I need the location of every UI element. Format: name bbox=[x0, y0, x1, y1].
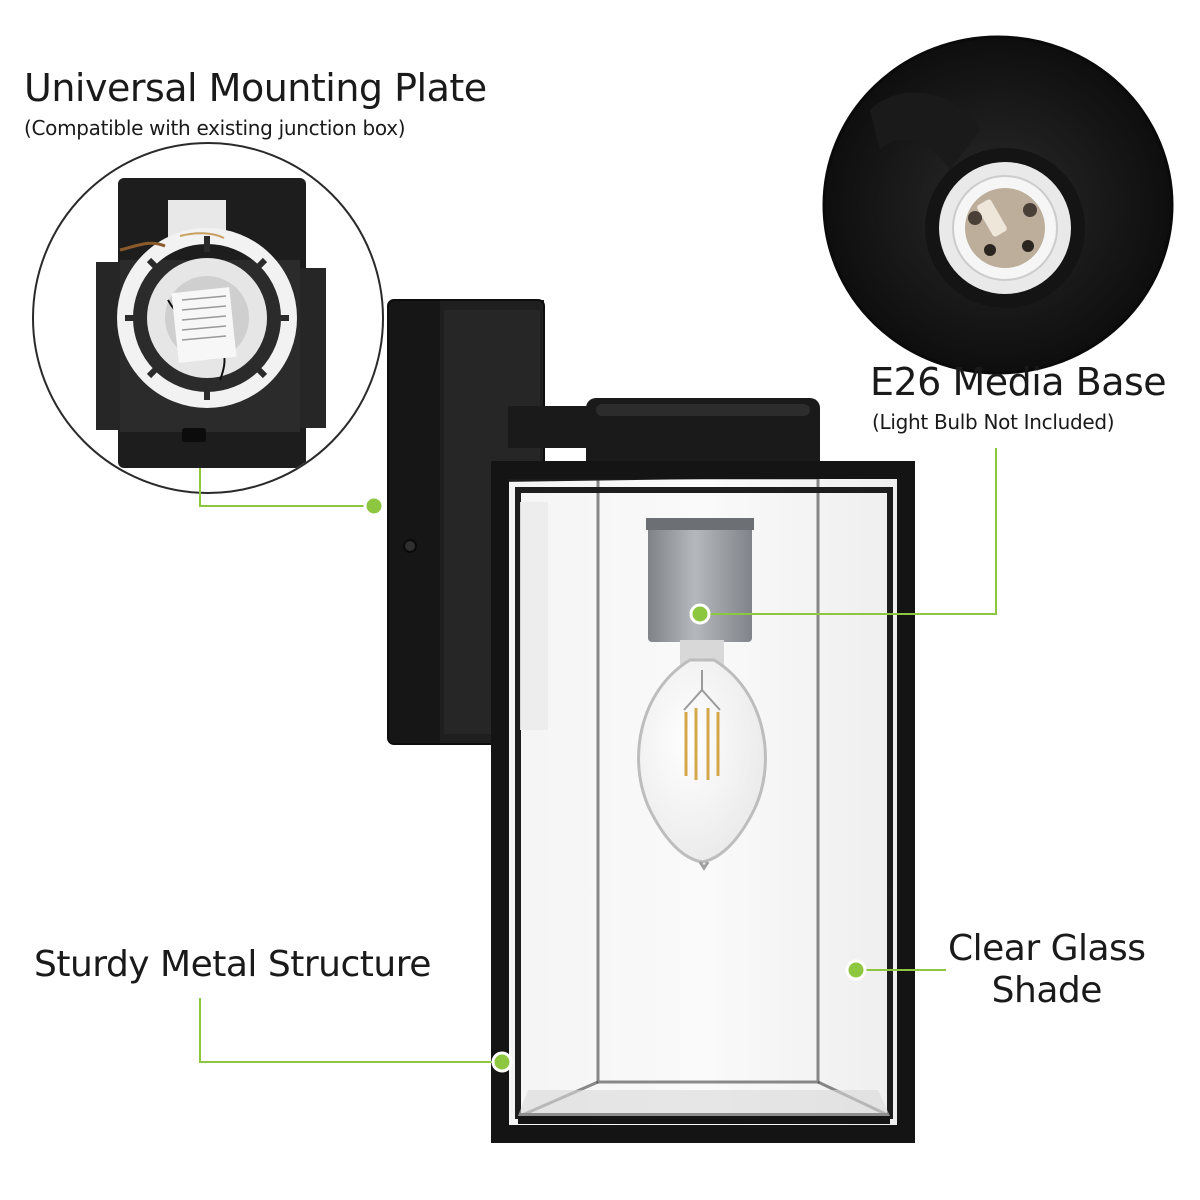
metal-structure-title: Sturdy Metal Structure bbox=[34, 944, 431, 985]
glass-reflection bbox=[520, 502, 548, 730]
mounting-plate-inset bbox=[32, 142, 384, 494]
callout-mounting bbox=[199, 468, 385, 517]
mounting-plate-subtitle: (Compatible with existing junction box) bbox=[24, 116, 406, 140]
light-bulb bbox=[637, 640, 767, 871]
media-base-title: E26 Media Base bbox=[870, 360, 1167, 404]
callout-base bbox=[689, 448, 997, 625]
callout-glass bbox=[845, 959, 946, 981]
mounting-plate-title: Universal Mounting Plate bbox=[24, 66, 487, 110]
socket-inset bbox=[822, 35, 1174, 375]
glass-shade-title: Clear Glass Shade bbox=[948, 928, 1146, 1012]
glass-shade-line-2: Shade bbox=[991, 970, 1103, 1011]
media-base-subtitle: (Light Bulb Not Included) bbox=[872, 410, 1115, 434]
callout-metal bbox=[199, 998, 513, 1073]
glass-shade-line-1: Clear Glass bbox=[948, 928, 1146, 969]
bulb-socket bbox=[646, 518, 754, 642]
